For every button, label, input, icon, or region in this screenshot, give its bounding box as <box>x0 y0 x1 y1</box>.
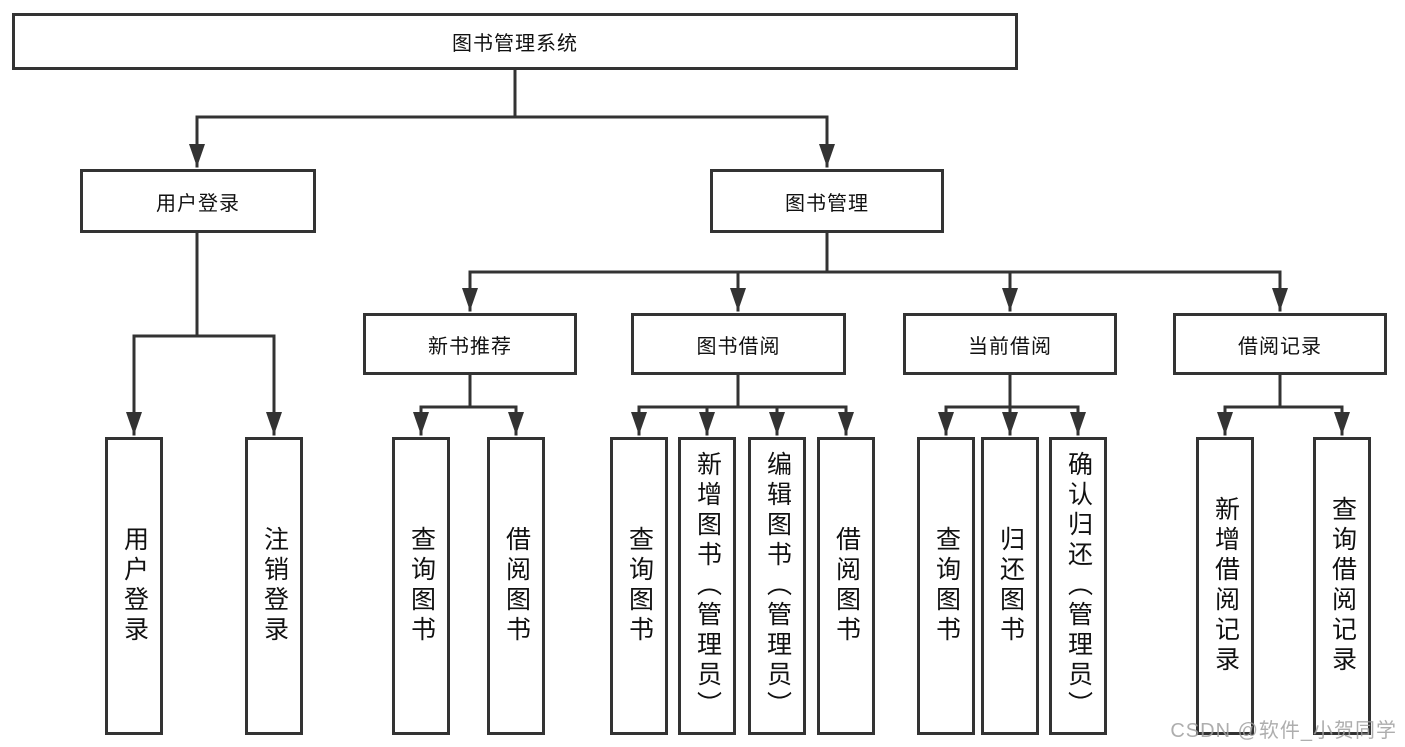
leaf-query-books-1: 查询图书 <box>392 437 450 735</box>
leaf-borrow-books-2: 借阅图书 <box>817 437 875 735</box>
node-book-management-label: 图书管理 <box>785 192 869 215</box>
leaf-query-books-1-label: 查询图书 <box>407 526 436 646</box>
node-borrow-records-label: 借阅记录 <box>1238 335 1322 358</box>
node-new-book-recommend: 新书推荐 <box>363 313 577 375</box>
leaf-add-book-admin: 新增图书（管理员） <box>678 437 736 735</box>
node-book-borrow-label: 图书借阅 <box>696 335 781 358</box>
leaf-query-books-2-label: 查询图书 <box>625 526 654 646</box>
node-borrow-records: 借阅记录 <box>1173 313 1387 375</box>
leaf-confirm-return-admin-label: 确认归还（管理员） <box>1064 451 1093 721</box>
leaf-add-book-admin-label: 新增图书（管理员） <box>693 451 722 721</box>
leaf-borrow-books-1-label: 借阅图书 <box>502 526 531 646</box>
leaf-add-borrow-record-label: 新增借阅记录 <box>1211 496 1240 676</box>
leaf-user-login: 用户登录 <box>105 437 163 735</box>
leaf-query-books-3-label: 查询图书 <box>932 526 961 646</box>
node-book-management: 图书管理 <box>710 169 944 233</box>
node-new-book-recommend-label: 新书推荐 <box>428 335 512 358</box>
leaf-confirm-return-admin: 确认归还（管理员） <box>1049 437 1107 735</box>
leaf-logout-label: 注销登录 <box>260 526 289 646</box>
leaf-query-borrow-record: 查询借阅记录 <box>1313 437 1371 735</box>
leaf-logout: 注销登录 <box>245 437 303 735</box>
leaf-borrow-books-2-label: 借阅图书 <box>832 526 861 646</box>
node-library-system: 图书管理系统 <box>12 13 1018 70</box>
node-user-login: 用户登录 <box>80 169 316 233</box>
leaf-user-login-label: 用户登录 <box>120 526 149 646</box>
leaf-add-borrow-record: 新增借阅记录 <box>1196 437 1254 735</box>
leaf-query-books-2: 查询图书 <box>610 437 668 735</box>
node-user-login-label: 用户登录 <box>156 192 240 215</box>
node-library-system-label: 图书管理系统 <box>452 33 578 55</box>
leaf-query-borrow-record-label: 查询借阅记录 <box>1328 496 1357 676</box>
leaf-return-book: 归还图书 <box>981 437 1039 735</box>
leaf-edit-book-admin-label: 编辑图书（管理员） <box>763 451 792 721</box>
leaf-query-books-3: 查询图书 <box>917 437 975 735</box>
node-book-borrow: 图书借阅 <box>631 313 846 375</box>
node-current-borrow-label: 当前借阅 <box>968 335 1052 358</box>
leaf-edit-book-admin: 编辑图书（管理员） <box>748 437 806 735</box>
node-current-borrow: 当前借阅 <box>903 313 1117 375</box>
leaf-return-book-label: 归还图书 <box>996 526 1025 646</box>
leaf-borrow-books-1: 借阅图书 <box>487 437 545 735</box>
